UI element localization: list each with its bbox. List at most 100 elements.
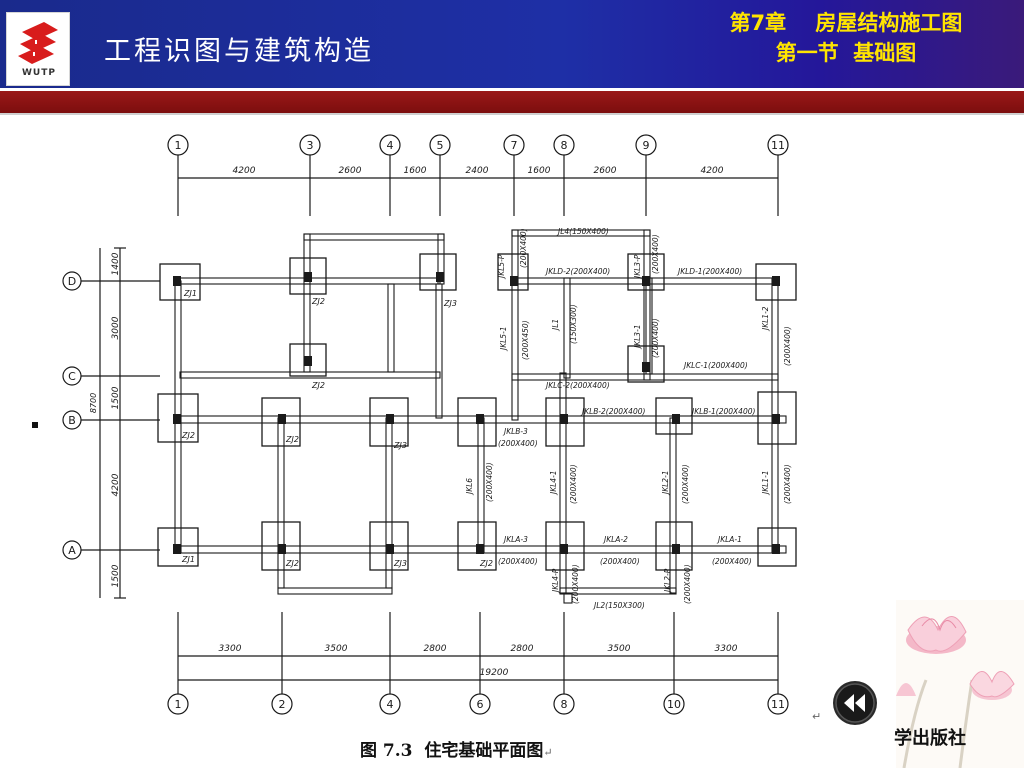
beam-label: JKL5-P [497,254,506,280]
axis-label: 8 [561,139,568,152]
beam-label: JKL5-1 [499,326,508,352]
dimension-text: 1500 [111,564,121,587]
beam-label: JKLC-2(200X400) [544,381,610,390]
footing [369,521,409,571]
back-rewind-icon [833,681,877,725]
axis-label: 6 [477,698,484,711]
beam-label: JKL4-P [551,568,560,594]
chapter-heading: 第7章 房屋结构施工图 第一节 基础图 [706,8,986,68]
beam-label: JKLD-1(200X400) [676,267,742,276]
top-axis-bubbles: 1 3 4 5 7 8 9 11 [167,134,789,156]
dimension-text: 3500 [325,644,348,654]
beam-label: JKL6 [465,478,474,496]
axis-label: 10 [667,698,681,711]
dimension-text: 4200 [701,166,724,176]
footing [369,397,409,447]
footing [627,345,665,383]
bottom-axis-bubbles: 1 2 4 6 8 10 11 [167,693,789,715]
beam-label: JKLA-3 [502,535,528,544]
column-footings [157,253,797,571]
beam-label: JKL4-1 [549,470,558,496]
beam-label: JL1 [551,319,560,332]
dimension-text: 3300 [219,644,242,654]
axis-label: 1 [175,139,182,152]
section-title: 第一节 基础图 [775,41,917,65]
beam-label: (200X400) [681,464,690,504]
footing-label: ZJ2 [311,381,325,390]
return-mark: ↵ [812,710,822,723]
axis-label: 7 [511,139,518,152]
back-button[interactable] [832,680,878,726]
beam-label: (200X400) [571,564,580,604]
footing-label: ZJ2 [285,435,299,444]
dimension-text: 1400 [111,252,121,275]
publisher-logo: WUTP [6,12,70,86]
dimension-text: 1600 [404,166,427,176]
foundation-plan-drawing: 1 3 4 5 7 8 9 11 4200 2600 1600 2400 160… [62,134,797,715]
axis-label: 3 [307,139,314,152]
logo-text: WUTP [22,68,56,78]
beam-labels: JL4(150X400) JKLD-2(200X400) JKLD-1(200X… [465,227,792,610]
caption-text: 图 7.3 住宅基础平面图 [360,741,544,761]
footing [159,263,201,301]
beam-label: (200X400) [651,318,660,358]
left-axis-bubbles: D C B A 1400 3000 1500 4200 1500 8700 [62,247,160,599]
publisher-name: 学出版社 [894,728,966,749]
beam-label: JKLC-1(200X400) [682,361,748,370]
footing-labels: ZJ1 ZJ2 ZJ3 ZJ2 ZJ2 ZJ2 ZJ3 ZJ1 ZJ2 ZJ3 … [181,289,493,568]
dimension-text: 3000 [111,316,121,339]
footing [157,393,199,443]
footing [457,521,497,571]
dimension-total: 19200 [480,668,509,678]
beam-label: JKLB-3 [502,427,528,436]
beam-label: JL4(150X400) [556,227,609,236]
axis-label: 11 [771,698,785,711]
footing [545,521,585,571]
beam-label: JKLD-2(200X400) [544,267,610,276]
footing [757,527,797,567]
beam-label: JKL2-1 [661,470,670,496]
dimension-text: 2600 [339,166,362,176]
footing-label: ZJ1 [183,289,197,298]
axis-label: 11 [771,139,785,152]
figure-caption: 图 7.3 住宅基础平面图↵ [360,736,553,761]
beam-label: JKLB-2(200X400) [580,407,645,416]
axis-label: 9 [643,139,650,152]
axis-label: 4 [387,139,394,152]
return-mark: ↵ [543,746,553,759]
axis-label: C [68,370,76,383]
beam-label: JKL1-2 [761,306,770,332]
footing [289,343,327,377]
axis-label: A [68,544,76,557]
beam-label: JL2(150X300) [592,601,645,610]
slide-header: WUTP 工程识图与建筑构造 第7章 房屋结构施工图 第一节 基础图 [0,0,1024,88]
dimension-text: 2800 [424,644,447,654]
dimension-text: 8700 [89,393,98,413]
beam-label: (200X400) [498,439,538,448]
axis-label: 2 [279,698,286,711]
axis-label: 1 [175,698,182,711]
footing [655,397,693,435]
chapter-title: 第7章 房屋结构施工图 [729,11,963,35]
axis-label: 5 [437,139,444,152]
header-divider [0,88,1024,91]
header-bottom-line [0,113,1024,115]
footing [419,253,457,291]
footing-label: ZJ3 [443,299,457,308]
dimension-text: 4200 [233,166,256,176]
footing [655,521,693,571]
foundation-plan-figure: 1 3 4 5 7 8 9 11 4200 2600 1600 2400 160… [52,118,812,734]
footing [289,257,327,295]
footing-label: ZJ2 [479,559,493,568]
wutp-logo-icon [18,22,58,64]
dimension-text: 2400 [466,166,489,176]
course-title: 工程识图与建筑构造 [104,36,374,67]
beam-label: (200X450) [521,320,530,360]
footing-label: ZJ3 [393,559,407,568]
footing-label: ZJ2 [311,297,325,306]
dimension-text: 3500 [608,644,631,654]
dimension-text: 2600 [594,166,617,176]
footing [627,253,665,291]
bottom-dimension-chain: 3300 3500 2800 2800 3500 3300 19200 [177,612,779,694]
bullet-marker [32,422,38,428]
